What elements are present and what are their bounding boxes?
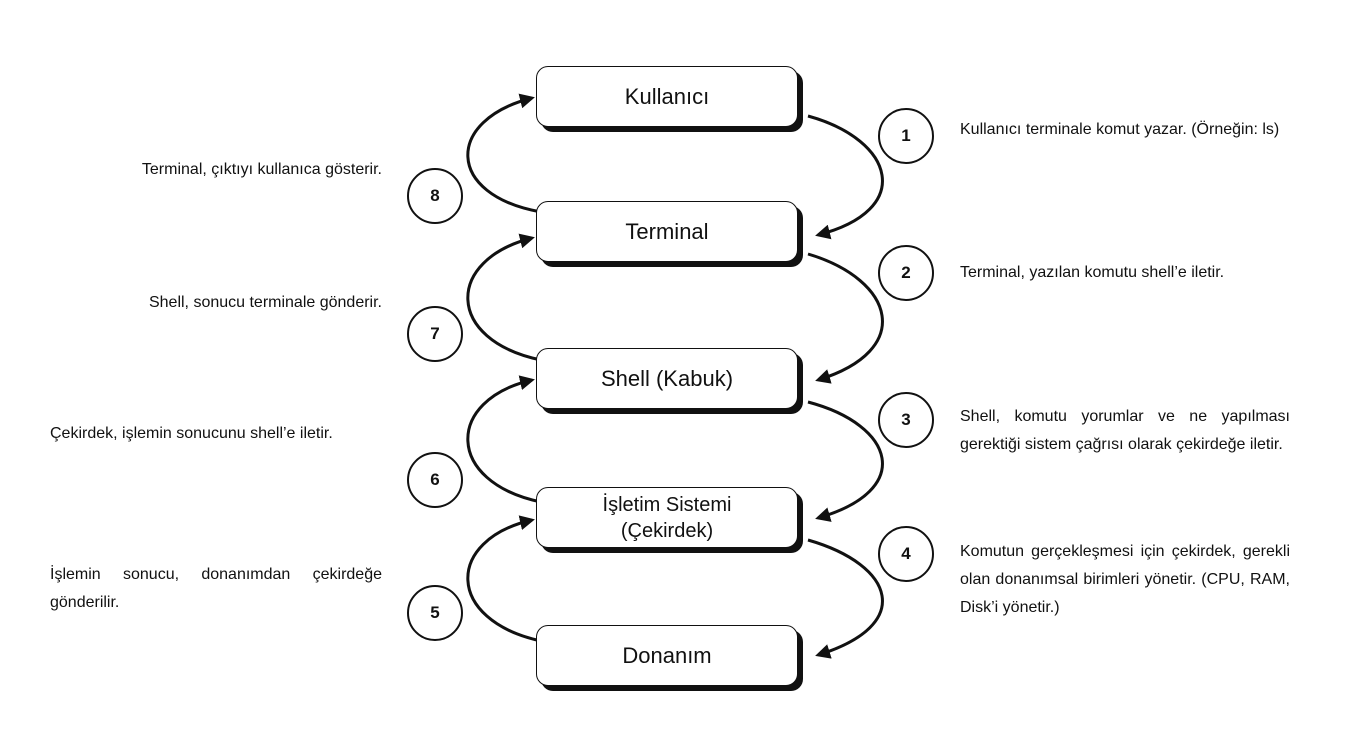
arrow-step-5: [466, 515, 542, 643]
step-4-description: Komutun gerçekleşmesi için çekirdek, ger…: [960, 543, 1290, 616]
arrow-step-3: [807, 400, 884, 522]
step-5-badge: 5: [407, 585, 463, 641]
step-8-description: Terminal, çıktıyı kullanıca gösterir.: [141, 161, 382, 178]
arrow-step-2: [807, 252, 884, 384]
arrow-step-8: [466, 93, 542, 214]
step-7-badge: 7: [407, 306, 463, 362]
node-terminal: Terminal: [536, 201, 798, 262]
step-7-description: Shell, sonucu terminale gönderir.: [148, 294, 382, 311]
node-os-label-line1: İşletim Sistemi: [602, 493, 732, 516]
step-3-badge: 3: [878, 392, 934, 448]
node-os-label-line2: (Çekirdek): [620, 519, 714, 542]
node-user: Kullanıcı: [536, 66, 798, 127]
node-terminal-label: Terminal: [625, 218, 709, 244]
step-2-badge: 2: [878, 245, 934, 301]
step-2-description: Terminal, yazılan komutu shell’e iletir.: [960, 264, 1225, 281]
step-1-description: Kullanıcı terminale komut yazar. (Örneği…: [960, 121, 1280, 138]
step-3-description: Shell, komutu yorumlar ve ne yapılması g…: [960, 408, 1290, 453]
node-os-kernel: İşletim Sistemi (Çekirdek): [536, 487, 798, 548]
arrow-step-6: [466, 375, 542, 504]
step-1-badge: 1: [878, 108, 934, 164]
arrow-step-4: [807, 538, 884, 659]
step-4-badge: 4: [878, 526, 934, 582]
node-shell: Shell (Kabuk): [536, 348, 798, 409]
arrow-step-7: [466, 233, 542, 362]
node-hardware-label: Donanım: [622, 642, 712, 668]
step-6-badge: 6: [407, 452, 463, 508]
node-user-label: Kullanıcı: [624, 83, 710, 109]
step-6-description: Çekirdek, işlemin sonucunu shell’e ileti…: [50, 425, 333, 442]
node-shell-label: Shell (Kabuk): [600, 365, 734, 391]
step-8-badge: 8: [407, 168, 463, 224]
step-5-description: İşlemin sonucu, donanımdan çekirdeğe gön…: [50, 566, 382, 611]
node-hardware: Donanım: [536, 625, 798, 686]
arrow-step-1: [807, 114, 884, 240]
